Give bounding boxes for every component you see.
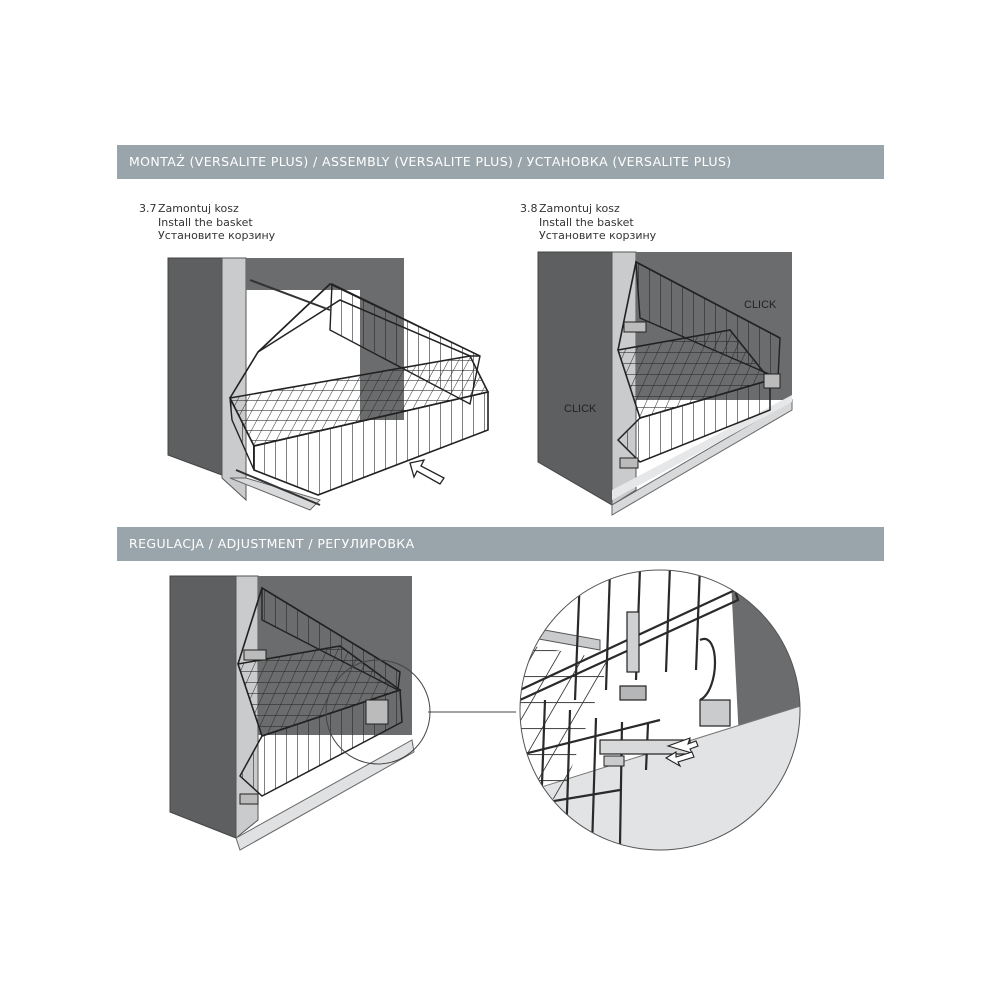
insert-direction-arrow [409, 459, 445, 485]
step-line-ru: Установите корзину [539, 229, 657, 242]
click-label-left: CLICK [564, 403, 597, 415]
step-line-pl: Zamontuj kosz [539, 202, 620, 215]
adjustment-section-header: REGULACJA / ADJUSTMENT / РЕГУЛИРОВКА [117, 527, 884, 561]
step-line-en: Install the basket [158, 215, 253, 229]
step-line-pl: Zamontuj kosz [158, 202, 239, 215]
step-number: 3.8 [520, 202, 538, 215]
illustration-step-3-8: CLICK CLICK [537, 251, 793, 516]
step-line-ru: Установите корзину [158, 229, 276, 242]
click-label-right: CLICK [744, 299, 777, 311]
assembly-section-header: MONTAŻ (VERSALITE PLUS) / ASSEMBLY (VERS… [117, 145, 884, 179]
step-number: 3.7 [139, 202, 157, 215]
illustration-adjustment-detail [519, 569, 801, 851]
step-line-en: Install the basket [539, 215, 634, 229]
illustration-adjustment-overview [169, 575, 516, 851]
adjustment-direction-arrows [664, 737, 699, 768]
illustration-step-3-7 [167, 257, 490, 511]
